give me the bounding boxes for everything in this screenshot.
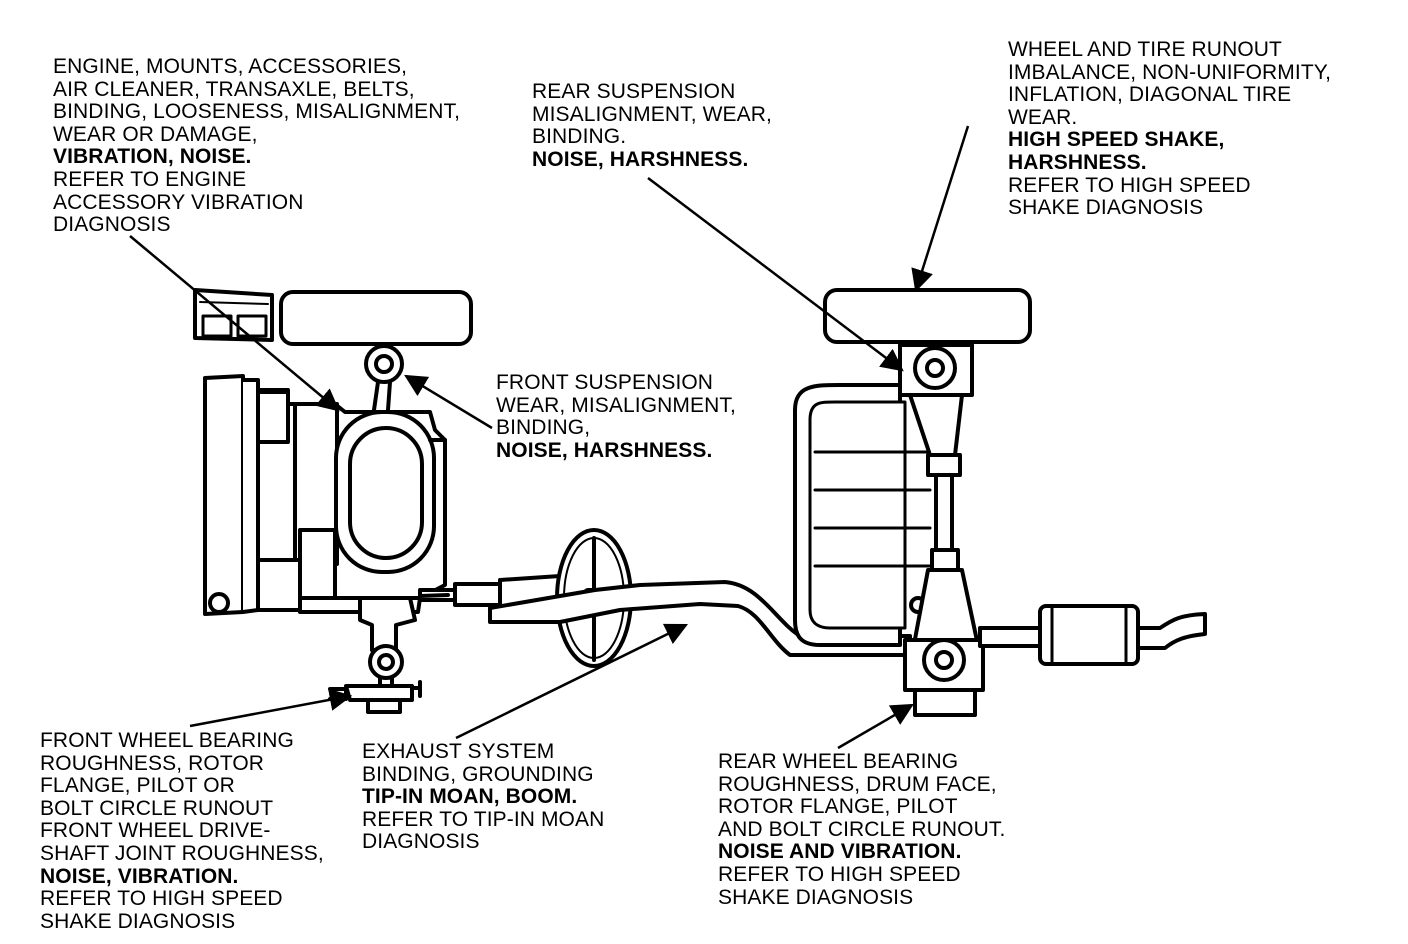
callout-line: TIP-IN MOAN, BOOM. [362,785,578,809]
callout-line: BINDING, LOOSENESS, MISALIGNMENT, [53,100,461,124]
callout-line: WEAR OR DAMAGE, [53,122,258,146]
rear-suspension-leader [647,177,904,372]
rear-wheel-bearing-leader [837,703,914,750]
callout-line: AIR CLEANER, TRANSAXLE, BELTS, [53,77,415,101]
exhaust-leader [455,623,689,740]
callout-line: HIGH SPEED SHAKE, [1008,128,1225,152]
callout-line: REFER TO HIGH SPEED [40,887,283,911]
radiator [203,374,260,616]
callout-line: FRONT SUSPENSION [496,371,714,394]
callout-line: FRONT WHEEL BEARING [40,729,294,752]
callout-line: MISALIGNMENT, WEAR, [532,102,772,126]
callout-engine: ENGINE, MOUNTS, ACCESSORIES,AIR CLEANER,… [53,55,461,237]
callout-line: NOISE, HARSHNESS. [496,438,713,462]
callout-line: WEAR. [1008,105,1078,129]
front-lower-knuckle [328,596,422,714]
callout-line: WHEEL AND TIRE RUNOUT [1008,38,1282,61]
callout-line: DIAGNOSIS [53,213,171,237]
callout-line: ROUGHNESS, DRUM FACE, [718,772,997,796]
front-wheel-bearing-leader [189,688,353,728]
muffler [978,604,1207,666]
callout-line: SHAKE DIAGNOSIS [1008,196,1204,220]
callout-line: NOISE, HARSHNESS. [532,147,749,171]
engine-leader [129,235,340,412]
callout-line: NOISE, VIBRATION. [40,864,239,888]
engine-block [256,388,447,614]
callout-line: ENGINE, MOUNTS, ACCESSORIES, [53,55,408,78]
callout-line: WEAR, MISALIGNMENT, [496,393,736,417]
fuel-tank [793,383,932,647]
accessory-box [193,288,274,342]
callout-line: INFLATION, DIAGONAL TIRE [1008,83,1292,107]
callout-line: EXHAUST SYSTEM [362,740,555,763]
callout-line: ACCESSORY VIBRATION [53,190,304,214]
callout-line: REFER TO TIP-IN MOAN [362,807,605,831]
rear-strut [898,343,985,717]
callout-line: SHAKE DIAGNOSIS [40,909,236,933]
callout-line: AND BOLT CIRCLE RUNOUT. [718,817,1006,841]
callout-line: HARSHNESS. [1008,150,1147,174]
callout-line: FRONT WHEEL DRIVE- [40,819,271,843]
callout-line: REFER TO HIGH SPEED [718,862,961,886]
callout-line: REAR WHEEL BEARING [718,750,959,773]
front-suspension-leader [404,374,493,430]
callout-line: DIAGNOSIS [362,830,480,854]
front-tire [279,290,473,346]
callout-line: ROTOR FLANGE, PILOT [718,795,958,819]
callout-line: VIBRATION, NOISE. [53,145,252,169]
callout-line: FLANGE, PILOT OR [40,774,235,798]
callout-line: BINDING, GROUNDING [362,762,594,786]
callout-line: IMBALANCE, NON-UNIFORMITY, [1008,60,1332,84]
callout-line: ROUGHNESS, ROTOR [40,751,265,775]
wheel-tire-leader [911,125,970,293]
callout-line: SHAFT JOINT ROUGHNESS, [40,841,324,865]
callout-line: BINDING. [532,125,627,149]
callout-line: REAR SUSPENSION [532,80,736,103]
callout-line: SHAKE DIAGNOSIS [718,885,914,909]
callout-line: REFER TO ENGINE [53,167,247,191]
callout-line: REFER TO HIGH SPEED [1008,173,1251,197]
callout-line: NOISE AND VIBRATION. [718,840,962,864]
callout-line: BINDING, [496,416,591,440]
callout-line: BOLT CIRCLE RUNOUT [40,796,274,820]
front-upper-ball-joint [364,344,404,412]
